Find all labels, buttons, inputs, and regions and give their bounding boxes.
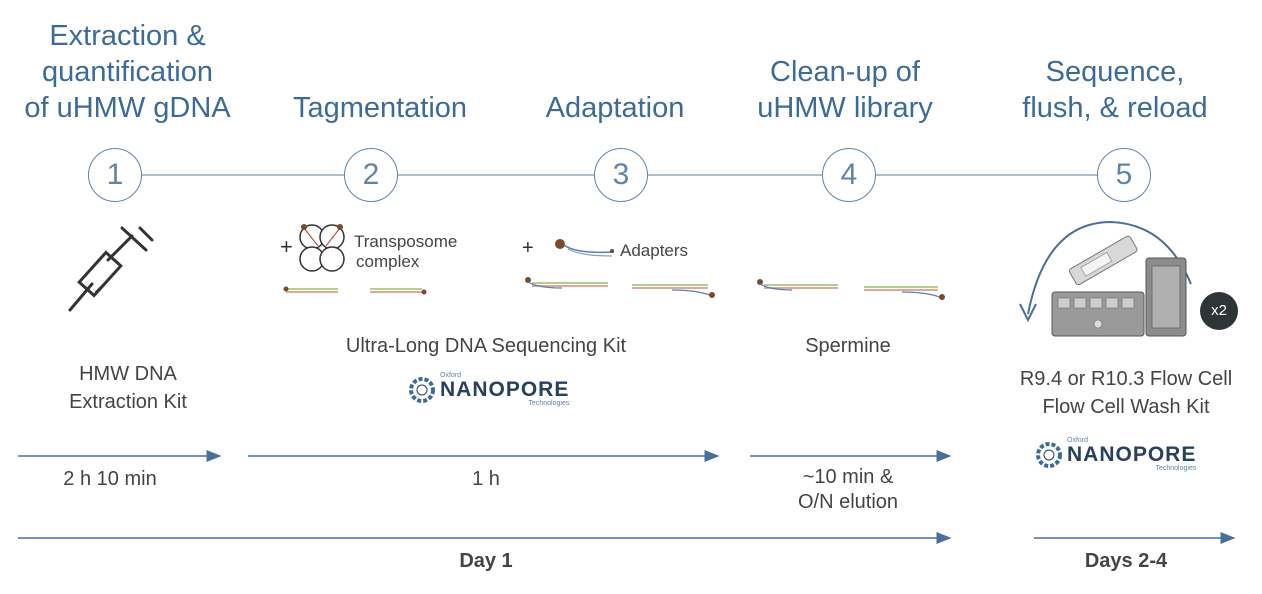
nanopore-logo-mark-icon [1036,441,1062,468]
nanopore-logo-1: Oxford NANOPORE Technologies [407,372,569,407]
reload-count-badge: x2 [1200,292,1238,330]
adapters-plus: + [522,237,534,259]
step-4-circle: 4 [822,148,876,202]
step-4-title: Clean-up of uHMW library [757,56,933,124]
days2-4-label: Days 2-4 [1084,550,1168,572]
tagmented-fragments-icon [283,286,427,295]
step-1-title: Extraction & quantification of uHMW gDNA [24,20,231,124]
adapter-icon [555,239,615,257]
nanopore-logo-2: Oxford NANOPORE Technologies [1034,437,1196,472]
sequencing-devices-icon [1051,235,1187,337]
step5-kit-label: R9.4 or R10.3 Flow Cell Flow Cell Wash K… [1019,368,1233,418]
adapted-fragments-icon [525,277,715,298]
step2-3-duration: 1 h [472,468,500,490]
day1-label: Day 1 [459,550,513,572]
step1-kit-label: HMW DNA Extraction Kit [69,363,187,413]
step-3-title: Adaptation [545,92,685,124]
step-5-circle: 5 [1097,148,1151,202]
cleaned-fragments-icon [757,279,945,300]
transposome-icon [299,224,345,272]
step-1-circle: 1 [88,148,142,202]
nanopore-logo-mark-icon [409,376,435,403]
step4-duration: ~10 min & O/N elution [797,466,899,513]
step-2-title: Tagmentation [292,92,468,124]
complex-label: complex [356,252,420,271]
step1-duration: 2 h 10 min [63,468,157,490]
transposome-label: Transposome [354,232,458,251]
adapters-label: Adapters [620,241,689,260]
sequencing-kit-label: Ultra-Long DNA Sequencing Kit [345,335,627,357]
step-5-title: Sequence, flush, & reload [1022,56,1208,124]
step-2-circle: 2 [344,148,398,202]
step4-reagent-label: Spermine [805,335,891,357]
transposome-plus: + [280,234,293,259]
pipette-icon [68,226,154,312]
reload-arrow-icon [1019,220,1192,323]
step-3-circle: 3 [594,148,648,202]
